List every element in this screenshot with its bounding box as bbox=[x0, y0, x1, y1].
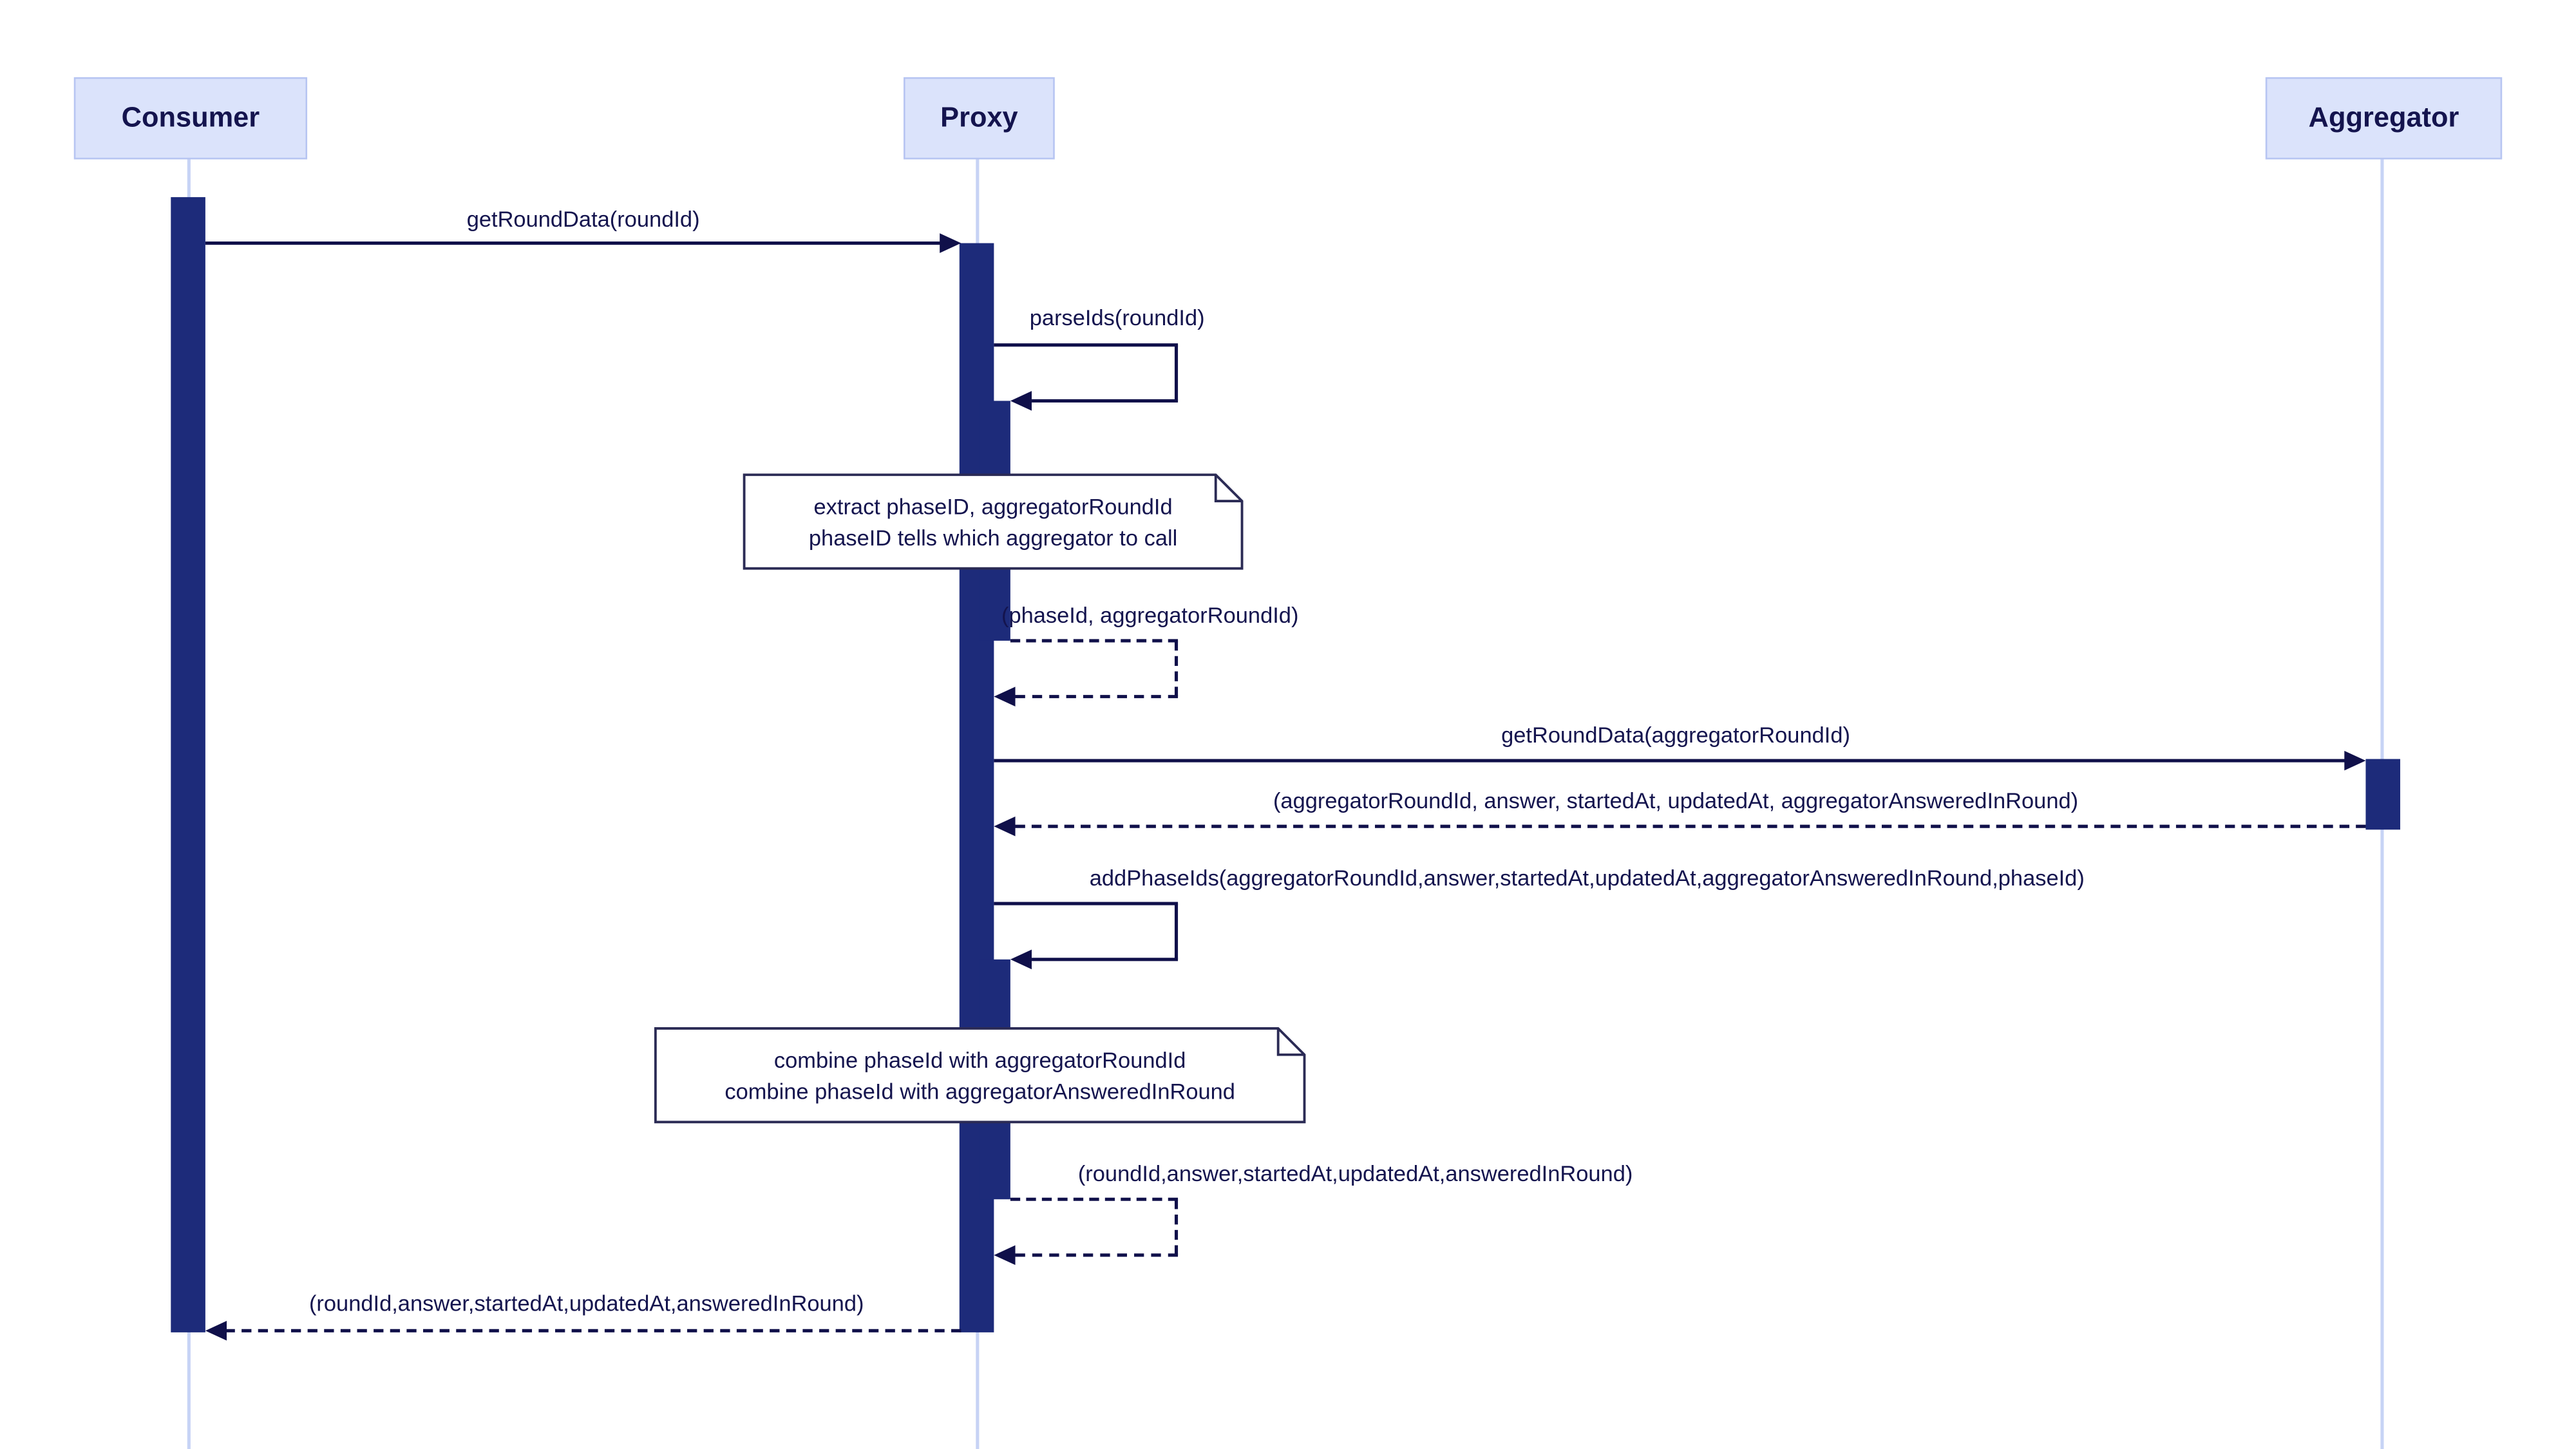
message-6-line-bottom bbox=[1032, 958, 1179, 961]
message-8-arrowhead-left-icon bbox=[205, 1321, 227, 1341]
note-1-text: extract phaseID, aggregatorRoundId phase… bbox=[743, 473, 1244, 571]
message-8-line bbox=[225, 1329, 961, 1332]
message-5-line bbox=[1015, 824, 2366, 828]
message-1-line bbox=[205, 241, 948, 245]
activation-consumer bbox=[171, 197, 205, 1332]
message-3-label: (phaseId, aggregatorRoundId) bbox=[1001, 603, 1299, 628]
message-4-arrowhead-right-icon bbox=[2344, 750, 2366, 771]
participant-consumer-label: Consumer bbox=[121, 102, 260, 133]
message-1-label: getRoundData(roundId) bbox=[466, 207, 700, 232]
message-7-line-right bbox=[1174, 1199, 1179, 1255]
note-2-line-1: combine phaseId with aggregatorRoundId bbox=[773, 1047, 1186, 1072]
message-4-line bbox=[994, 759, 2353, 762]
participant-proxy: Proxy bbox=[904, 77, 1055, 160]
note-2-line-2: combine phaseId with aggregatorAnsweredI… bbox=[724, 1078, 1235, 1104]
message-2-line-top bbox=[994, 343, 1179, 347]
note-2-text: combine phaseId with aggregatorRoundId c… bbox=[654, 1027, 1306, 1124]
message-7-line-bottom bbox=[1015, 1253, 1179, 1257]
message-3-line-bottom bbox=[1015, 695, 1179, 699]
message-7-label: (roundId,answer,startedAt,updatedAt,answ… bbox=[1077, 1161, 1633, 1186]
participant-aggregator-label: Aggregator bbox=[2308, 102, 2459, 133]
message-6-label: addPhaseIds(aggregatorRoundId,answer,sta… bbox=[1089, 866, 2085, 891]
participant-consumer: Consumer bbox=[73, 77, 308, 160]
message-3-arrowhead-left-icon bbox=[994, 687, 1016, 706]
note-2: combine phaseId with aggregatorRoundId c… bbox=[654, 1027, 1306, 1124]
participant-aggregator: Aggregator bbox=[2265, 77, 2503, 160]
message-7-arrowhead-left-icon bbox=[994, 1245, 1016, 1265]
note-1: extract phaseID, aggregatorRoundId phase… bbox=[743, 473, 1244, 571]
message-6-arrowhead-left-icon bbox=[1010, 949, 1032, 970]
message-5-arrowhead-left-icon bbox=[994, 816, 1016, 837]
message-3-line-top bbox=[1010, 639, 1179, 643]
note-1-line-2: phaseID tells which aggregator to call bbox=[808, 525, 1178, 550]
note-2-shape bbox=[654, 1027, 1306, 1124]
message-2-arrowhead-left-icon bbox=[1010, 391, 1032, 411]
message-3-line-right bbox=[1174, 640, 1179, 697]
message-4-label: getRoundData(aggregatorRoundId) bbox=[1501, 723, 1850, 748]
participant-proxy-label: Proxy bbox=[940, 102, 1018, 133]
message-8-label: (roundId,answer,startedAt,updatedAt,answ… bbox=[308, 1291, 864, 1316]
message-2-line-right bbox=[1174, 345, 1179, 401]
note-1-line-1: extract phaseID, aggregatorRoundId bbox=[813, 493, 1173, 518]
message-5-label: (aggregatorRoundId, answer, startedAt, u… bbox=[1273, 788, 2079, 813]
message-7-line-top bbox=[1010, 1197, 1179, 1201]
message-2-label: parseIds(roundId) bbox=[1029, 305, 1205, 330]
message-6-line-top bbox=[994, 902, 1179, 905]
activation-aggregator bbox=[2365, 759, 2401, 830]
message-2-line-bottom bbox=[1032, 399, 1179, 402]
message-1-arrowhead-right-icon bbox=[940, 233, 961, 253]
message-6-line-right bbox=[1174, 904, 1179, 960]
note-1-shape bbox=[743, 473, 1244, 570]
